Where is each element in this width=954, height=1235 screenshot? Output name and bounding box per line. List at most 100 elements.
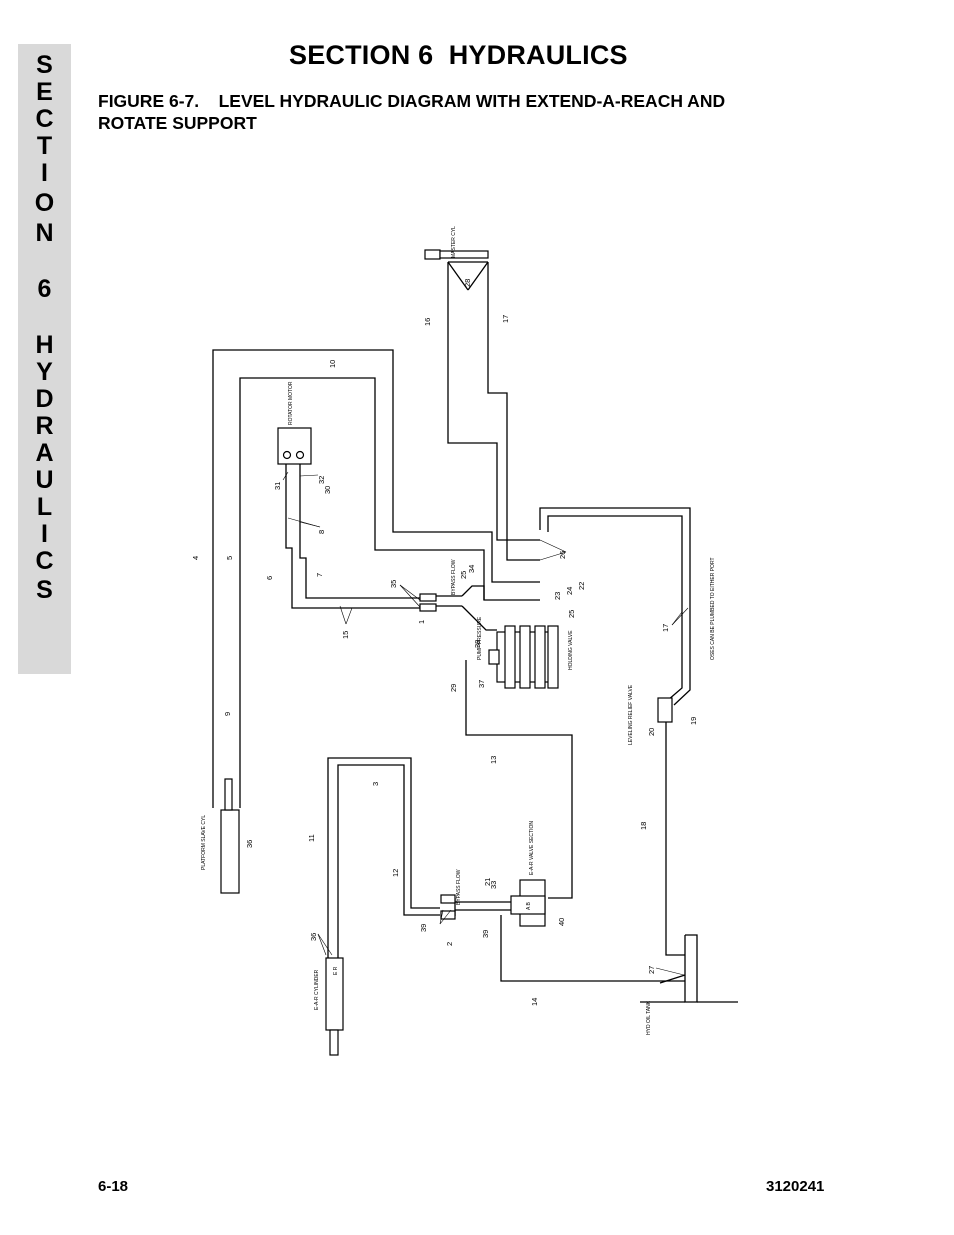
side-tab-letter: E bbox=[36, 78, 53, 106]
component-labels: MASTER CYL ROTATOR MOTOR PLATFORM SLAVE … bbox=[201, 226, 716, 1035]
side-tab-letter: Y bbox=[36, 358, 53, 386]
hyd-oil-tank-label: HYD OIL TANK bbox=[646, 1000, 652, 1035]
document-number: 3120241 bbox=[766, 1178, 825, 1195]
callout-38: 38 bbox=[473, 640, 482, 648]
callout-24: 24 bbox=[565, 587, 574, 595]
callout-29: 29 bbox=[449, 684, 458, 692]
hydraulic-lines bbox=[212, 261, 738, 1003]
figure-caption: FIGURE 6-7. LEVEL HYDRAULIC DIAGRAM WITH… bbox=[98, 91, 726, 133]
callout-22: 22 bbox=[577, 582, 586, 590]
callout-20: 20 bbox=[647, 728, 656, 736]
callout-21: 21 bbox=[483, 878, 492, 886]
callout-7: 7 bbox=[315, 573, 324, 577]
side-tab-letter: N bbox=[35, 219, 54, 247]
side-tab-letter: C bbox=[35, 105, 54, 133]
side-tab-letter: L bbox=[36, 493, 53, 521]
side-tab-letter: S bbox=[36, 576, 53, 604]
platform-slave-cyl-label: PLATFORM SLAVE CYL bbox=[201, 815, 207, 870]
callout-36b: 36 bbox=[309, 933, 318, 941]
master-cyl-label: MASTER CYL bbox=[451, 226, 457, 258]
callout-2: 2 bbox=[445, 942, 454, 946]
side-tab-letter: R bbox=[35, 412, 54, 440]
callout-40: 40 bbox=[557, 918, 566, 926]
callout-27: 27 bbox=[647, 966, 656, 974]
e-a-r-valve-section-label: E-A-R VALVE SECTION bbox=[529, 821, 535, 875]
callout-37: 37 bbox=[477, 680, 486, 688]
bypass-flow-label: BYPASS FLOW bbox=[451, 559, 457, 595]
platform-slave-cylinder bbox=[220, 809, 240, 894]
side-tab-letter: O bbox=[34, 189, 55, 217]
callout-25: 25 bbox=[459, 571, 468, 579]
side-tab-letter: S bbox=[36, 51, 53, 79]
pump-pressure-label: PUMP PRESSURE bbox=[477, 616, 483, 660]
callout-26: 26 bbox=[558, 551, 567, 559]
e-a-r-cylinder-label: E-A-R CYLINDER bbox=[314, 969, 320, 1010]
callout-28: 28 bbox=[463, 279, 472, 287]
callout-11: 11 bbox=[307, 834, 316, 842]
callout-leaders bbox=[282, 471, 689, 976]
side-tab-letter: I bbox=[41, 159, 48, 187]
callout-32: 32 bbox=[317, 476, 326, 484]
callout-4: 4 bbox=[191, 556, 200, 560]
callout-1: 1 bbox=[417, 620, 426, 624]
callout-33: 33 bbox=[489, 881, 498, 889]
callout-8: 8 bbox=[317, 530, 326, 534]
callout-15: 15 bbox=[341, 631, 350, 639]
hose-11 bbox=[327, 757, 440, 958]
hose-13 bbox=[465, 660, 573, 899]
callout-34: 34 bbox=[467, 565, 476, 573]
hose-7 bbox=[299, 460, 420, 599]
callout-23: 23 bbox=[553, 592, 562, 600]
callout-30: 30 bbox=[323, 486, 332, 494]
callout-12: 12 bbox=[391, 869, 400, 877]
flush-note-label: OSES CAN BE PLUMBED TO EITHER PORT bbox=[710, 557, 716, 660]
callout-16: 16 bbox=[423, 318, 432, 326]
hose-4 bbox=[212, 349, 540, 808]
side-tab-letter: H bbox=[35, 331, 54, 359]
valve-port-marks: A B bbox=[526, 902, 532, 910]
section-title: SECTION 6 HYDRAULICS bbox=[289, 40, 628, 70]
callout-17: 17 bbox=[501, 315, 510, 323]
callout-36: 36 bbox=[245, 840, 254, 848]
side-tab-letter: T bbox=[36, 132, 53, 160]
side-tab-letter: U bbox=[35, 466, 54, 494]
hose-14 bbox=[500, 915, 685, 982]
side-tab-letter: C bbox=[35, 547, 54, 575]
callout-18: 18 bbox=[639, 822, 648, 830]
callout-35: 35 bbox=[389, 580, 398, 588]
callout-10: 10 bbox=[328, 360, 337, 368]
side-tab-letter: D bbox=[35, 385, 54, 413]
page-number: 6-18 bbox=[98, 1178, 129, 1195]
hose-6 bbox=[285, 460, 420, 609]
callout-39: 39 bbox=[419, 924, 428, 932]
hose-12 bbox=[337, 764, 440, 958]
callout-17b: 17 bbox=[661, 624, 670, 632]
holding-valve-label: HOLDING VALVE bbox=[568, 630, 574, 670]
callout-13: 13 bbox=[489, 756, 498, 764]
side-tab-letter: I bbox=[41, 520, 48, 548]
rotator-motor-label: ROTATOR MOTOR bbox=[288, 381, 294, 425]
callout-31: 31 bbox=[273, 482, 282, 490]
callout-25b: 25 bbox=[567, 610, 576, 618]
components bbox=[220, 249, 673, 1056]
callout-14: 14 bbox=[530, 998, 539, 1006]
section-side-tab: S E C T I O N 6 H Y D R A U L I C S bbox=[18, 44, 71, 674]
master-cylinder bbox=[424, 249, 441, 260]
callout-19: 19 bbox=[689, 717, 698, 725]
callout-numbers: 28 16 17 10 31 32 30 8 4 5 6 7 15 35 1 2… bbox=[191, 279, 698, 1006]
callout-5: 5 bbox=[225, 556, 234, 560]
leveling-relief-valve-label: LEVELING RELIEF VALVE bbox=[628, 684, 634, 745]
callout-39b: 39 bbox=[481, 930, 490, 938]
hose-17-lower bbox=[539, 507, 691, 706]
leveling-relief-valve bbox=[657, 697, 673, 723]
hose-17-upper bbox=[487, 262, 540, 561]
side-tab-letter: 6 bbox=[37, 275, 52, 303]
cylinder-port-marks: E R bbox=[333, 966, 339, 975]
hose-18 bbox=[665, 715, 685, 956]
callout-6: 6 bbox=[265, 576, 274, 580]
oil-tank bbox=[684, 934, 698, 1003]
side-tab-letter: A bbox=[35, 439, 54, 467]
rotator-motor bbox=[277, 427, 312, 465]
callout-9: 9 bbox=[223, 712, 232, 716]
bypass-flow-label-lower: BYPASS FLOW bbox=[456, 869, 462, 905]
